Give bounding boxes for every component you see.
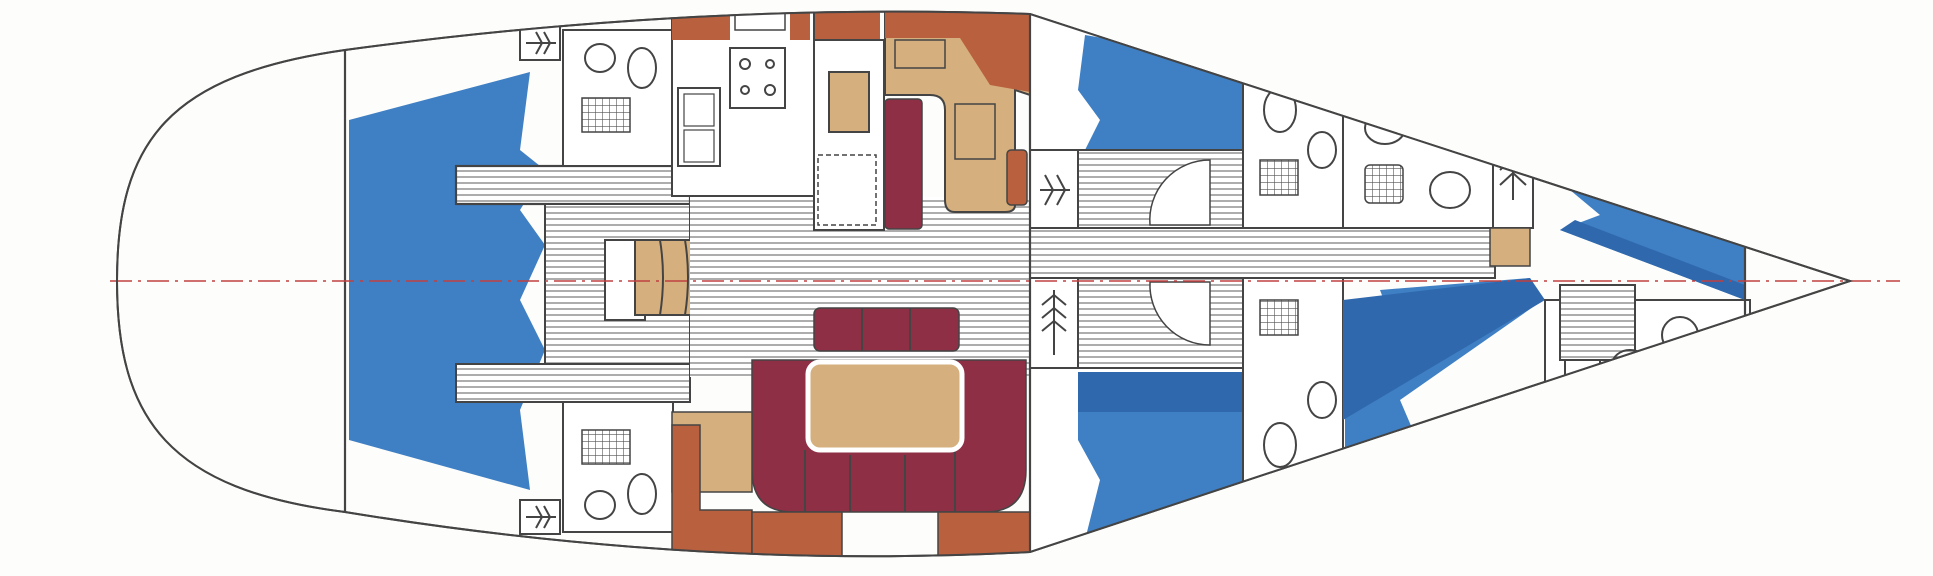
fwd-head-2 [1342,79,1494,229]
door-swing-icon [1149,281,1211,346]
aft-sole-stbd [455,363,691,403]
galley-cabinet [815,11,880,40]
chart-table [828,71,870,133]
shower-grate-icon [581,429,631,465]
nav-seat [884,98,923,230]
forward-corridor-sole [1029,227,1496,279]
toilet-icon [1429,171,1471,209]
shower-grate-icon [1259,159,1299,196]
galley-cabinet [790,11,810,40]
toilet-icon [627,47,657,89]
toilet-icon [627,473,657,515]
washbasin-icon [584,43,616,73]
shower-grate-icon [1364,164,1404,204]
shower-grate-icon [581,97,631,133]
door-swing-icon [1149,159,1211,226]
berth-port-mid [1078,35,1243,150]
hanging-locker-icon [1564,359,1601,436]
fwd-head-port [1242,54,1344,229]
nav-cabinet [885,11,1030,92]
saloon-bench [813,307,960,352]
washbasin-icon [1307,131,1337,169]
sink-icon [677,87,721,167]
galley-cabinet [672,11,730,40]
berth-diagonal [1343,278,1545,420]
saloon-table [805,359,965,453]
shower-grate-icon [1259,299,1299,336]
aft-head-stbd [562,401,674,533]
stove-icon [729,47,786,109]
washbasin-icon [1307,381,1337,419]
toilet-icon [1263,422,1297,468]
stbd-cabinet [671,424,753,557]
stbd-cabinet [937,511,1031,557]
aft-sole-port [454,164,692,206]
washbasin-icon [584,490,616,520]
fwd-cabinet [1489,227,1531,267]
stbd-cabinet [751,511,843,557]
fwd-sole-2 [1559,284,1636,361]
